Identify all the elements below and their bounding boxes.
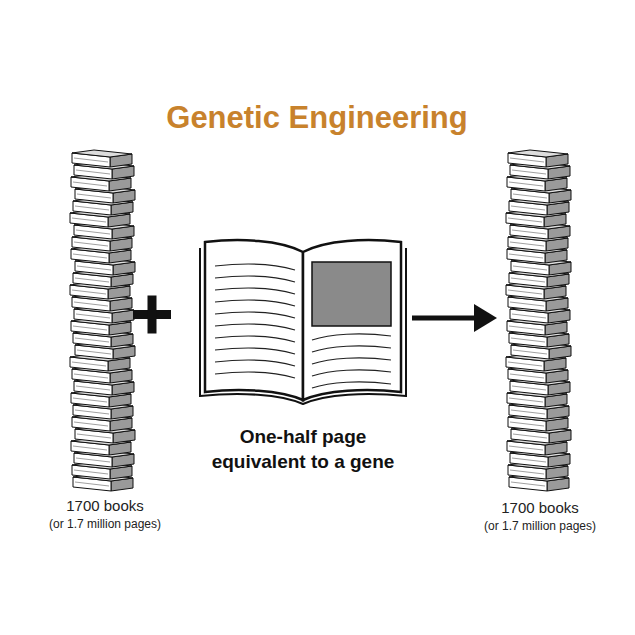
book-caption: One-half page equivalent to a gene <box>193 425 413 474</box>
stack-note: (or 1.7 million pages) <box>455 519 625 533</box>
book-stack <box>506 150 571 491</box>
open-book <box>200 240 406 404</box>
stack-label: 1700 books <box>35 497 175 514</box>
arrow <box>412 304 497 332</box>
diagram-title: Genetic Engineering <box>67 100 567 136</box>
book-stack <box>70 150 135 491</box>
stack-label: 1700 books <box>470 499 610 516</box>
plus-sign <box>133 296 171 334</box>
stack-note: (or 1.7 million pages) <box>20 517 190 531</box>
